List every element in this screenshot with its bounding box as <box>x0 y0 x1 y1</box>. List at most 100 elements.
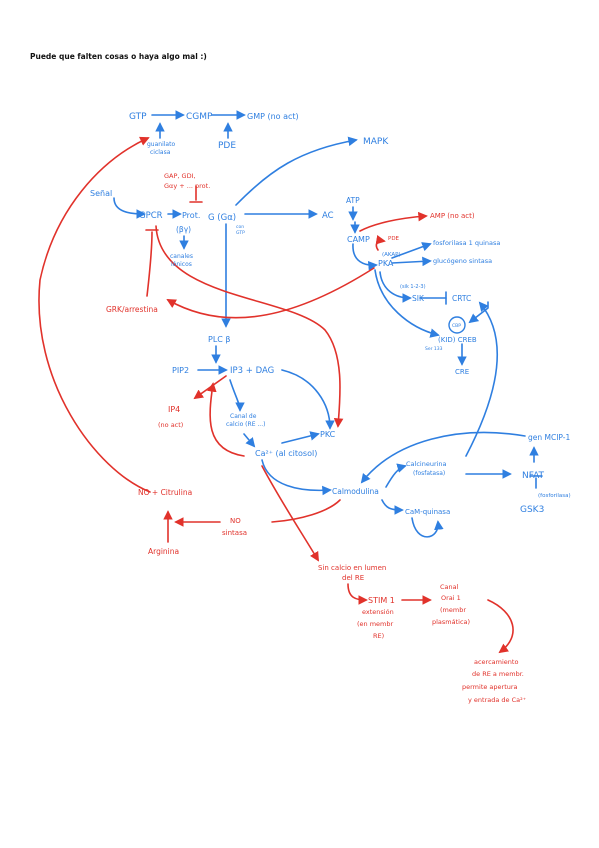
arrow-ca-sincalcio <box>261 465 319 562</box>
blue-arrows <box>113 110 543 538</box>
node-ac: AC <box>322 211 334 221</box>
node-pde-top: PDE <box>218 141 236 151</box>
node-guanilato-2: ciclasa <box>150 149 171 156</box>
node-gpcr: GPCR <box>139 211 163 221</box>
red-arrows <box>38 136 514 654</box>
node-acerc-3: permite apertura <box>462 683 518 691</box>
arrow-calmod-calcineurina <box>385 463 407 488</box>
node-atp: ATP <box>346 196 360 205</box>
node-bg: (βγ) <box>176 225 191 234</box>
node-akap: (AKAP) <box>382 252 401 258</box>
node-pip2: PIP2 <box>172 366 189 375</box>
arrow-calcin-crtc <box>465 301 499 457</box>
node-stim-1: STIM 1 <box>368 596 395 605</box>
node-orai-4: plasmática) <box>432 618 470 626</box>
arrow-crtc-creb <box>468 301 489 324</box>
node-pde-red: PDE <box>388 236 400 242</box>
arrow-orai-acerc <box>487 599 514 654</box>
arrow-ip3-canal <box>229 379 245 412</box>
node-ip3dag: IP3 + DAG <box>230 366 274 376</box>
node-gap-1: GAP, GDI, <box>164 172 196 180</box>
node-plcb: PLC β <box>208 335 231 344</box>
node-cgmp: CGMP <box>186 112 213 122</box>
arrow-ca-pkc <box>281 431 320 444</box>
node-gap-2: Gαy + ... prot. <box>164 182 210 190</box>
arrow-dag-pkc <box>281 369 335 430</box>
arrow-canal-ca <box>243 433 256 448</box>
node-ca: Ca²⁺ (al citosol) <box>255 449 317 458</box>
node-gsk3: GSK3 <box>520 505 544 515</box>
arrow-ca-ip3 <box>207 382 245 457</box>
node-pkc: PKC <box>320 430 336 439</box>
node-mapk: MAPK <box>363 137 389 147</box>
node-no-sint-2: sintasa <box>222 529 247 537</box>
node-orai-1: Canal <box>440 583 459 591</box>
node-stim-4: RE) <box>373 632 384 640</box>
node-cam-quinasa: CaM-quinasa <box>405 508 450 516</box>
arrow-no-guanilato <box>38 136 151 493</box>
node-sin-calcio-2: del RE <box>342 574 364 582</box>
node-arginina: Arginina <box>148 547 179 556</box>
node-amp: AMP (no act) <box>430 212 475 220</box>
node-acerc-2: de RE a membr. <box>472 670 524 678</box>
arrow-pka-grk <box>166 267 375 319</box>
arrow-ip3-ip4 <box>193 375 227 400</box>
node-pka: PKA <box>378 259 394 268</box>
line-grk-gpcr <box>146 231 153 297</box>
arrow-camp-amp <box>359 211 428 232</box>
node-nfat: NFAT <box>522 471 545 481</box>
node-ser133: Ser 133 <box>425 346 443 352</box>
arrow-g-mapk <box>235 136 358 206</box>
node-calcineurina-2: (fosfatasa) <box>413 470 445 477</box>
node-grk: GRK/arrestina <box>106 305 158 314</box>
node-calcineurina-1: Calcineurina <box>406 460 447 468</box>
arrow-sincalcio-stim <box>347 583 368 605</box>
node-calmodulina: Calmodulina <box>332 487 379 496</box>
node-sik-small: (sik 1-2-3) <box>400 284 426 290</box>
header-note: Puede que falten cosas o haya algo mal :… <box>30 52 207 61</box>
node-ip4-2: (no act) <box>158 421 183 429</box>
node-canal-2: calcio (RE ...) <box>226 421 265 428</box>
arrow-calmod-camquinasa <box>381 499 404 515</box>
node-canales-1: canales <box>170 253 193 260</box>
arrow-camquinasa-loop <box>411 517 444 538</box>
node-cre: CRE <box>455 368 469 376</box>
node-acerc-4: y entrada de Ca²⁺ <box>468 696 526 704</box>
node-acerc-1: acercamiento <box>474 658 518 666</box>
node-gmp: GMP (no act) <box>247 112 299 121</box>
node-canales-2: iónicos <box>171 261 192 268</box>
node-orai-3: (membr <box>440 606 466 614</box>
arrow-pka-creb <box>374 269 440 338</box>
arrow-ca-calmodulina <box>261 459 332 496</box>
node-stim-3: (en membr <box>357 620 394 628</box>
arrow-senal-gpcr <box>113 197 146 219</box>
node-gen: gen MCIP-1 <box>528 433 570 442</box>
node-camp: CAMP <box>347 235 370 244</box>
arrow-gen-calmodulina <box>360 431 526 484</box>
node-fosforilasa: fosforilasa 1 quinasa <box>433 239 500 247</box>
node-ip4-1: IP4 <box>168 405 180 414</box>
arrow-pde-red <box>375 235 386 251</box>
node-crtc: CRTC <box>452 294 471 303</box>
node-sin-calcio-1: Sin calcio en lumen <box>318 564 386 572</box>
node-glucogeno: glucógeno sintasa <box>433 257 492 265</box>
line-calmod-nosint <box>271 499 341 523</box>
arrow-pka-sik <box>379 271 412 303</box>
node-senal: Señal <box>90 189 112 198</box>
labels: Puede que falten cosas o haya algo mal :… <box>30 52 571 704</box>
node-guanilato-1: guanilato <box>147 141 175 148</box>
node-gtp-small: GTP <box>236 230 245 236</box>
node-no-cit: NO + Citrulina <box>138 488 192 497</box>
node-prot: Prot. <box>182 211 200 220</box>
node-stim-2: extensión <box>362 608 394 616</box>
arrow-camp-pka <box>352 243 378 271</box>
arrow-pkc-gpcr <box>155 225 344 428</box>
node-gtp: GTP <box>129 112 147 122</box>
node-sik: SIK <box>412 294 425 303</box>
node-no-sint-1: NO <box>230 517 241 525</box>
arrow-pka-fosforilasa <box>391 242 432 259</box>
node-orai-2: Orai 1 <box>441 594 461 602</box>
node-con: con <box>236 225 244 230</box>
